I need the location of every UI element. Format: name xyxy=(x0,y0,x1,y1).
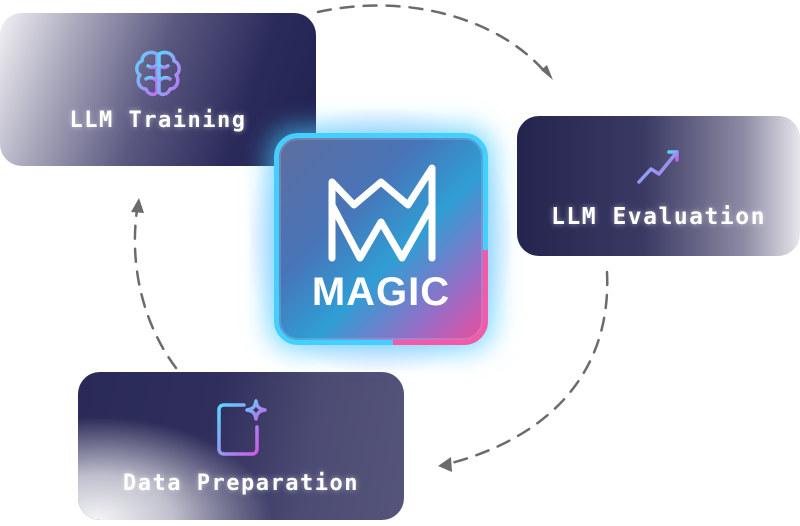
document-sparkle-icon xyxy=(217,398,267,456)
node-label-preparation: Data Preparation xyxy=(123,470,359,496)
magic-m-logo-icon xyxy=(328,164,436,262)
node-label-training: LLM Training xyxy=(69,108,247,133)
arrow-evaluation-to-preparation xyxy=(446,270,609,466)
node-llm-training: LLM Training xyxy=(0,13,316,166)
bar-chart-trend-icon xyxy=(636,150,679,193)
arrow-preparation-to-training xyxy=(133,208,178,370)
magic-logo: MAGIC xyxy=(274,133,488,345)
logo-wordmark: MAGIC xyxy=(311,270,451,314)
arrowhead-training xyxy=(131,198,144,213)
arrowhead-preparation xyxy=(438,457,452,472)
brain-icon xyxy=(135,50,181,97)
arrowhead-evaluation xyxy=(541,65,553,80)
node-llm-evaluation: LLM Evaluation xyxy=(517,116,800,256)
node-label-evaluation: LLM Evaluation xyxy=(551,204,766,230)
node-data-preparation: Data Preparation xyxy=(78,372,404,521)
arrow-training-to-evaluation xyxy=(316,4,547,74)
